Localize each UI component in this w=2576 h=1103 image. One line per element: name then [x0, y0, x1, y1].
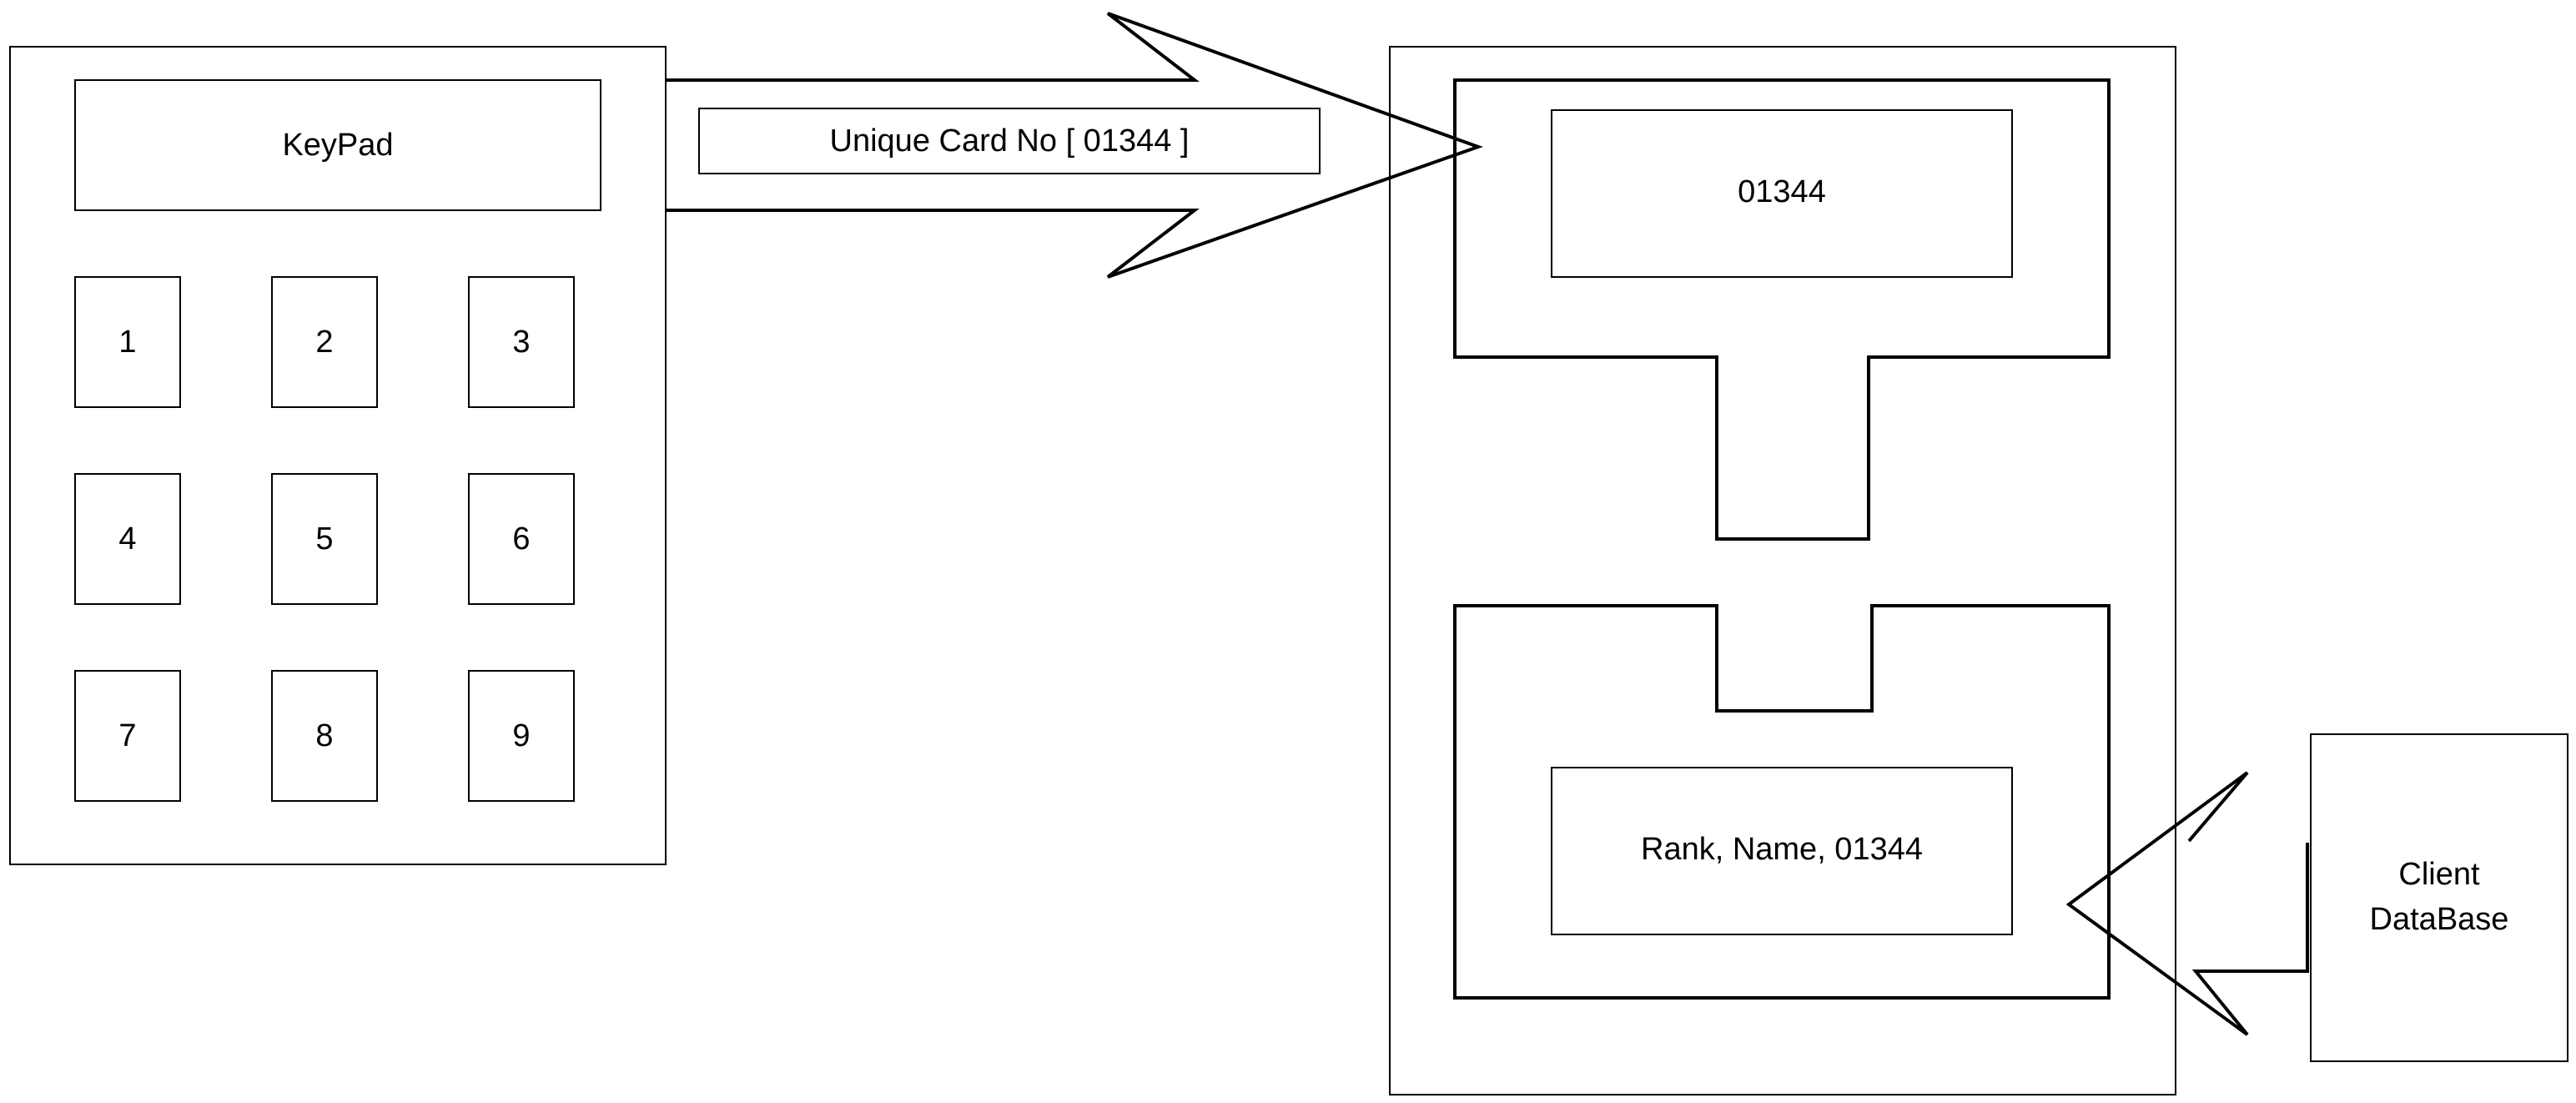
- keypad-title-box: KeyPad: [74, 79, 601, 211]
- output-display-value: Rank, Name, 01344: [1641, 832, 1923, 867]
- client-database-label-line2: DataBase: [2370, 902, 2509, 937]
- keypad-key-label: 5: [315, 521, 333, 557]
- keypad-key-label: 3: [512, 325, 530, 360]
- keypad-key-label: 4: [118, 521, 136, 557]
- keypad-key-5[interactable]: 5: [271, 473, 378, 605]
- card-number-arrow: Unique Card No [ 01344 ]: [666, 12, 1483, 279]
- input-module-shape: [1453, 78, 2111, 541]
- keypad-key-label: 9: [512, 718, 530, 753]
- input-display-value: 01344: [1738, 174, 1826, 209]
- keypad-key-label: 7: [118, 718, 136, 753]
- keypad-key-2[interactable]: 2: [271, 276, 378, 408]
- card-number-label-box: [698, 108, 1321, 174]
- card-number-arrow-shape: [666, 12, 1483, 279]
- output-module-shape: [1453, 604, 2111, 1000]
- keypad-title: KeyPad: [282, 128, 393, 163]
- keypad-key-7[interactable]: 7: [74, 670, 181, 802]
- keypad-key-label: 2: [315, 325, 333, 360]
- keypad-key-1[interactable]: 1: [74, 276, 181, 408]
- output-display-box: [1551, 767, 2013, 935]
- keypad-key-label: 1: [118, 325, 136, 360]
- keypad-key-8[interactable]: 8: [271, 670, 378, 802]
- input-display-box: [1551, 109, 2013, 278]
- keypad-key-4[interactable]: 4: [74, 473, 181, 605]
- card-number-label: Unique Card No [ 01344 ]: [830, 123, 1190, 159]
- database-arrow: [2065, 771, 2309, 1036]
- keypad-key-label: 6: [512, 521, 530, 557]
- processing-system: 01344 Rank, Name, 01344: [1389, 46, 2176, 1095]
- keypad-key-6[interactable]: 6: [468, 473, 575, 605]
- keypad-key-9[interactable]: 9: [468, 670, 575, 802]
- client-database-label-line1: Client: [2398, 857, 2480, 892]
- keypad-key-3[interactable]: 3: [468, 276, 575, 408]
- system-frame: [1389, 46, 2176, 1095]
- keypad-device: KeyPad 1 2 3 4 5 6 7: [9, 46, 667, 865]
- output-module: Rank, Name, 01344: [1453, 604, 2111, 1000]
- input-module: 01344: [1453, 78, 2111, 541]
- keypad-key-label: 8: [315, 718, 333, 753]
- client-database-box: [2310, 733, 2568, 1062]
- database-arrow-shape: [2065, 771, 2309, 1036]
- client-database: Client DataBase: [2310, 733, 2568, 1062]
